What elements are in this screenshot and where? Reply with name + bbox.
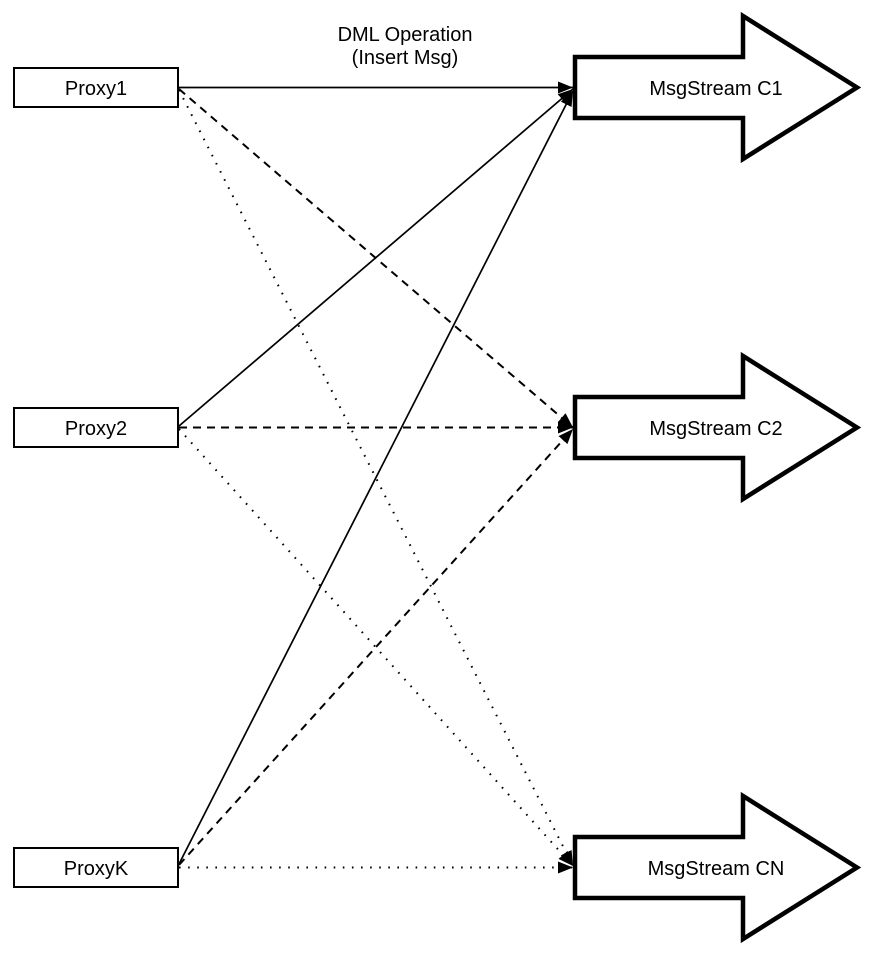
msgstream-c2-label: MsgStream C2 [649, 418, 782, 440]
annotation-line1: DML Operation [338, 24, 473, 46]
msgstream-c1-label: MsgStream C1 [649, 78, 782, 100]
edges [178, 81, 574, 874]
proxyk-label: ProxyK [64, 858, 129, 880]
annotation-line2: (Insert Msg) [352, 47, 459, 69]
edge-proxyk-to-msgstream-c2 [178, 428, 574, 866]
node-proxyk: ProxyK [13, 847, 179, 888]
proxyk-box [13, 847, 179, 888]
node-proxy2: Proxy2 [13, 407, 179, 448]
msgstream-c1-arrow-shape [572, 11, 862, 164]
node-msgstream-c2: MsgStream C2 [572, 351, 862, 504]
proxy-nodes: Proxy1 Proxy2 ProxyK [13, 67, 179, 888]
node-proxy1: Proxy1 [13, 67, 179, 108]
msgstream-c2-arrow-shape [572, 351, 862, 504]
msgstream-cn-label: MsgStream CN [648, 858, 785, 880]
edge-proxyk-to-msgstream-c1 [178, 90, 574, 865]
node-msgstream-c1: MsgStream C1 [572, 11, 862, 164]
proxy1-box [13, 67, 179, 108]
node-msgstream-cn: MsgStream CN [572, 791, 862, 944]
proxy1-label: Proxy1 [65, 78, 127, 100]
msgstream-cn-arrow-shape [572, 791, 862, 944]
stream-nodes: MsgStream C1 MsgStream C2 MsgStream CN [572, 11, 862, 944]
edge-proxy2-to-msgstream-c1 [178, 88, 574, 427]
proxy2-box [13, 407, 179, 448]
proxy2-label: Proxy2 [65, 418, 127, 440]
edge-annotation: DML Operation (Insert Msg) [338, 24, 473, 69]
